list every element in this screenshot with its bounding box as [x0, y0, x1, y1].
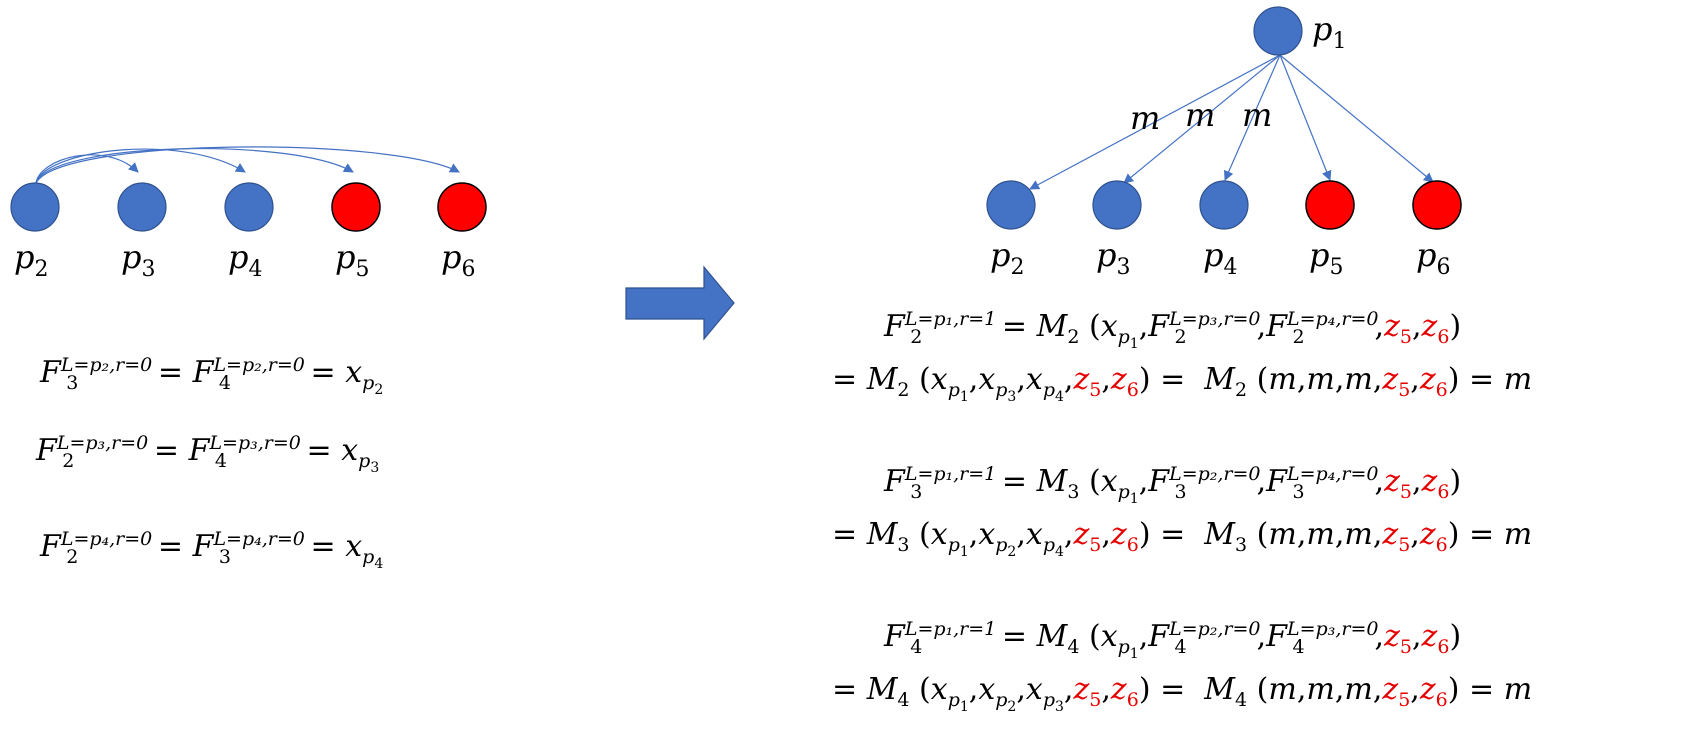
edge-p2-p3	[35, 154, 139, 184]
left-eq-3: FL=p₄,r=02 = FL=p₄,r=03 = xp4	[40, 528, 384, 572]
right-eq-1-line-1: FL=p₁,r=12 = M2 (xp1,FL=p₃,r=02,FL=p₄,r=…	[884, 308, 1462, 352]
label-p4: p4	[1203, 236, 1237, 280]
label-p3: p3	[1096, 236, 1130, 280]
label-p2: p2	[14, 238, 48, 282]
node-p5	[1305, 180, 1355, 230]
label-p5: p5	[335, 238, 369, 282]
edge-p1-p5	[1279, 54, 1332, 181]
left-nodes	[10, 182, 487, 232]
label-p1: p1	[1312, 10, 1346, 54]
right-eq-3-line-2: = M4 (xp1,xp2,xp3,z5,z6) = M4 (m,m,m,z5,…	[832, 672, 1533, 715]
edge-p2-p6	[35, 146, 460, 184]
right-nodes	[986, 6, 1462, 230]
edge-p1-p3	[1123, 54, 1281, 184]
transform-arrow	[625, 265, 735, 341]
edge-p1-p4	[1224, 54, 1281, 181]
right-edge-labels: m m m	[1130, 96, 1272, 137]
left-edges	[35, 146, 460, 184]
node-p3	[117, 182, 167, 232]
node-p5	[331, 182, 381, 232]
edge-label-m-3: m	[1242, 96, 1272, 134]
edge-p2-p4	[35, 148, 246, 184]
right-edges	[1029, 54, 1434, 190]
node-p3	[1092, 180, 1142, 230]
left-eq-1: FL=p₂,r=03 = FL=p₂,r=04 = xp2	[40, 354, 384, 398]
edge-label-m-1: m	[1130, 99, 1160, 137]
label-p6: p6	[441, 238, 475, 282]
right-eq-1-line-2: = M2 (xp1,xp3,xp4,z5,z6) = M2 (m,m,m,z5,…	[832, 362, 1533, 405]
edge-label-m-2: m	[1185, 96, 1215, 134]
right-eq-3-line-1: FL=p₁,r=14 = M4 (xp1,FL=p₂,r=04,FL=p₃,r=…	[884, 618, 1462, 662]
node-p4	[224, 182, 274, 232]
node-p1	[1253, 6, 1303, 56]
node-p6	[437, 182, 487, 232]
label-p4: p4	[228, 238, 262, 282]
right-node-labels: p1 p2 p3 p4 p5 p6	[990, 10, 1450, 280]
label-p3: p3	[121, 238, 155, 282]
edge-p1-p6	[1279, 54, 1434, 183]
node-p2	[10, 182, 60, 232]
label-p5: p5	[1309, 236, 1343, 280]
node-p6	[1412, 180, 1462, 230]
left-node-labels: p2 p3 p4 p5 p6	[14, 238, 475, 282]
label-p2: p2	[990, 236, 1024, 280]
node-p4	[1199, 180, 1249, 230]
right-eq-2-line-2: = M3 (xp1,xp2,xp4,z5,z6) = M3 (m,m,m,z5,…	[832, 517, 1533, 560]
right-eq-2-line-1: FL=p₁,r=13 = M3 (xp1,FL=p₂,r=03,FL=p₄,r=…	[884, 463, 1462, 507]
left-eq-2: FL=p₃,r=02 = FL=p₃,r=04 = xp3	[36, 432, 380, 476]
node-p2	[986, 180, 1036, 230]
label-p6: p6	[1416, 236, 1450, 280]
edge-p1-p2	[1029, 54, 1281, 190]
